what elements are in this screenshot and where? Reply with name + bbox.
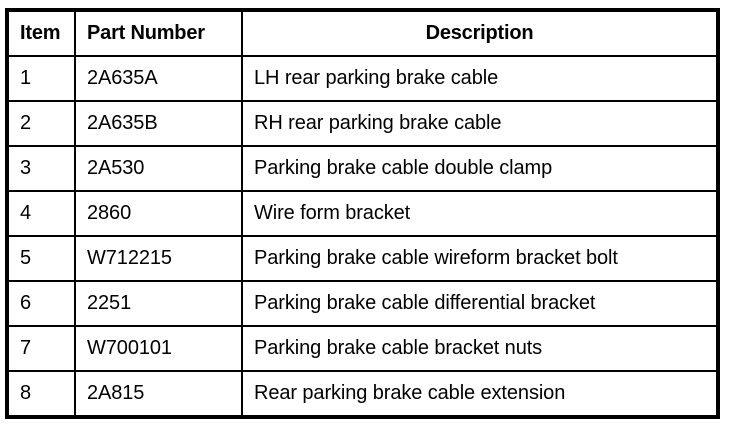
cell-part-number: 2251 bbox=[74, 280, 243, 327]
cell-item: 8 bbox=[6, 370, 76, 418]
cell-part-number: W700101 bbox=[74, 325, 243, 372]
cell-description: Parking brake cable bracket nuts bbox=[241, 325, 719, 372]
cell-part-number: 2A635B bbox=[74, 100, 243, 147]
cell-description: Parking brake cable wireform bracket bol… bbox=[241, 235, 719, 282]
cell-description: Parking brake cable double clamp bbox=[241, 145, 719, 192]
cell-item: 4 bbox=[6, 190, 76, 237]
cell-part-number: 2A635A bbox=[74, 55, 243, 102]
cell-description: Rear parking brake cable extension bbox=[241, 370, 719, 418]
cell-item: 7 bbox=[6, 325, 76, 372]
column-header-description: Description bbox=[241, 9, 719, 57]
cell-item: 2 bbox=[6, 100, 76, 147]
cell-part-number: 2A530 bbox=[74, 145, 243, 192]
cell-description: Wire form bracket bbox=[241, 190, 719, 237]
cell-item: 1 bbox=[6, 55, 76, 102]
cell-description: LH rear parking brake cable bbox=[241, 55, 719, 102]
cell-item: 6 bbox=[6, 280, 76, 327]
cell-part-number: 2860 bbox=[74, 190, 243, 237]
cell-description: Parking brake cable differential bracket bbox=[241, 280, 719, 327]
cell-part-number: W712215 bbox=[74, 235, 243, 282]
column-header-part-number: Part Number bbox=[74, 9, 243, 57]
table-header-row: Item Part Number Description bbox=[6, 9, 719, 57]
table-header: Item Part Number Description bbox=[6, 9, 719, 57]
cell-item: 5 bbox=[6, 235, 76, 282]
column-header-item: Item bbox=[6, 9, 76, 57]
cell-item: 3 bbox=[6, 145, 76, 192]
cell-part-number: 2A815 bbox=[74, 370, 243, 418]
cell-description: RH rear parking brake cable bbox=[241, 100, 719, 147]
